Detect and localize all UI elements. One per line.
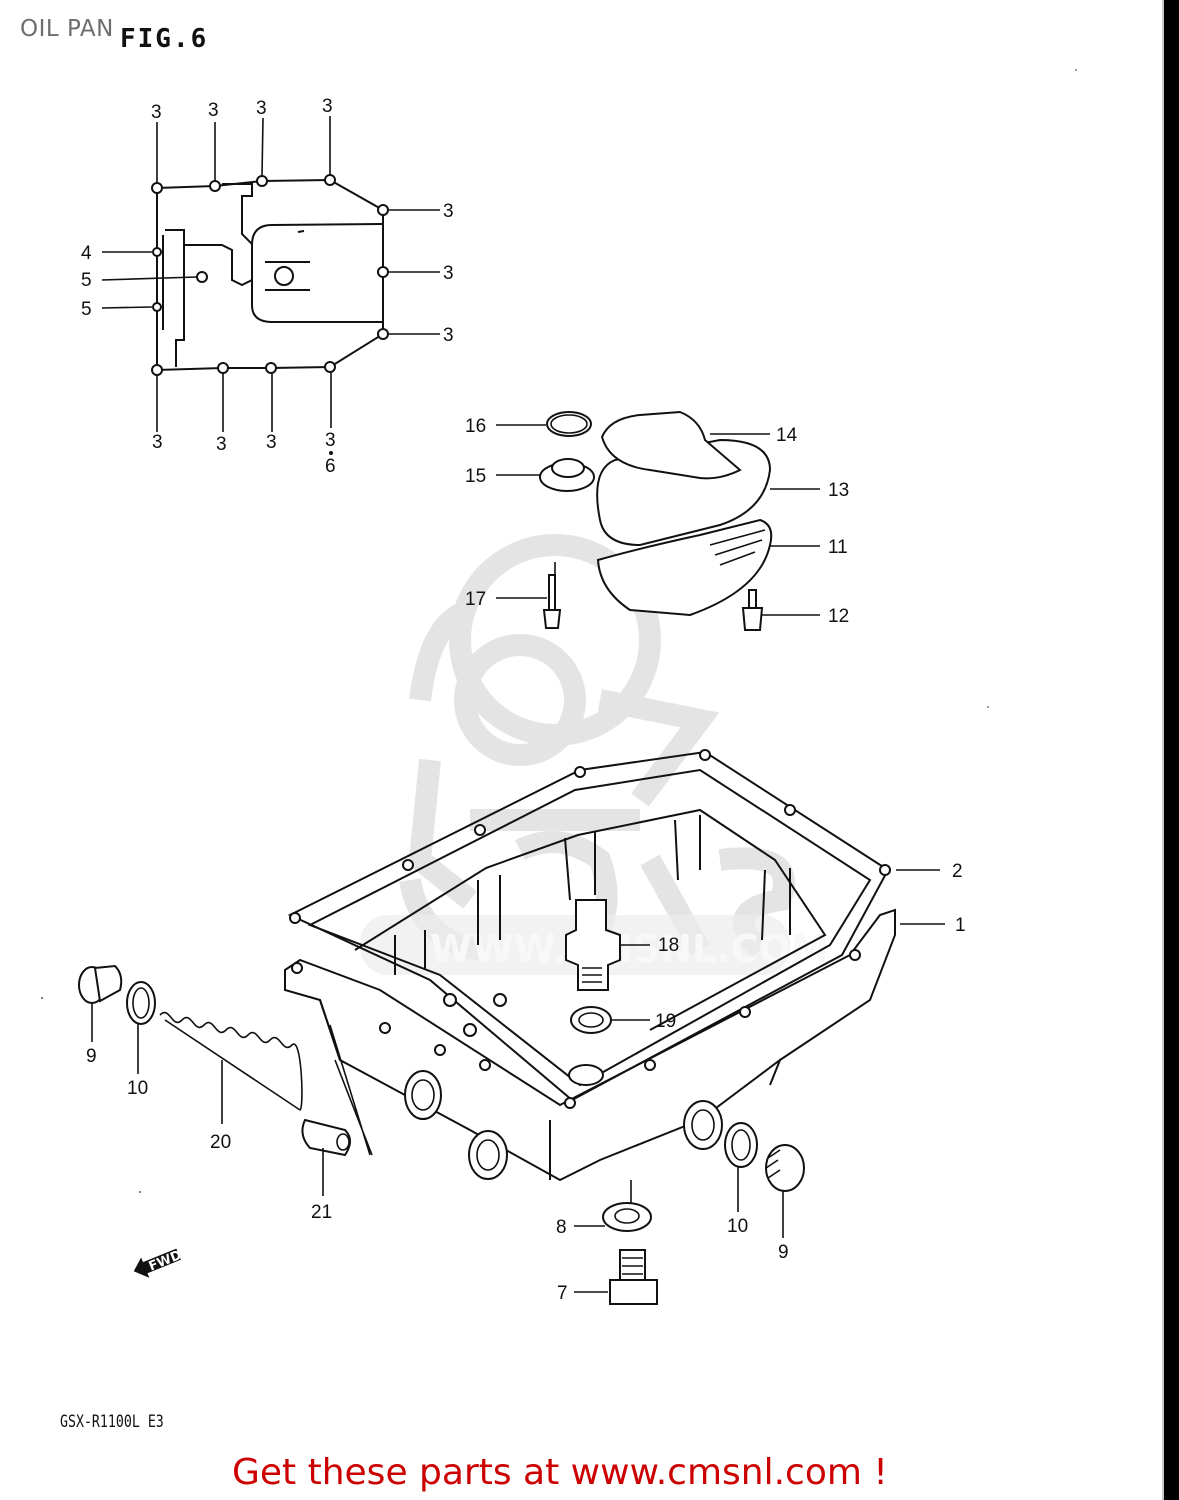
callout-12: 12: [828, 606, 849, 627]
oil-strainer-assembly: [496, 410, 820, 631]
callout-10: 10: [127, 1078, 148, 1099]
callout-3: 3: [443, 201, 454, 222]
oil-pan-body: [284, 749, 945, 1182]
figure-number: FIG.6: [120, 24, 209, 54]
callout-19: 19: [655, 1011, 676, 1032]
right-black-bar: [1164, 0, 1179, 1500]
callout-20: 20: [210, 1132, 231, 1153]
callout-6: 6: [325, 456, 336, 477]
page-title: OIL PAN: [20, 16, 114, 42]
relief-valve-parts: [78, 964, 373, 1196]
callout-3: 3: [266, 432, 277, 453]
callout-18: 18: [658, 935, 679, 956]
callout-9: 9: [86, 1046, 97, 1067]
callout-1: 1: [955, 915, 966, 936]
callout-16: 16: [465, 416, 486, 437]
callout-2: 2: [952, 861, 963, 882]
callout-3: 3: [443, 263, 454, 284]
drain-plug-parts: [574, 1122, 805, 1305]
callout-21: 21: [311, 1202, 332, 1223]
callout-8: 8: [556, 1217, 567, 1238]
callout-5: 5: [81, 270, 92, 291]
cms-watermark: WWW.CMSNL.COM: [360, 534, 829, 975]
callout-3: 3: [208, 100, 219, 121]
pan-top-view: [101, 116, 440, 455]
callout-15: 15: [465, 466, 486, 487]
callout-3: 3: [151, 102, 162, 123]
callout-3: 3: [152, 432, 163, 453]
forward-arrow-icon: FWD: [133, 1248, 184, 1278]
fwd-label: FWD: [147, 1248, 184, 1275]
model-designation: GSX-R1100L E3: [60, 1412, 164, 1432]
callout-11: 11: [828, 537, 848, 558]
callout-9: 9: [778, 1242, 789, 1263]
callout-7: 7: [557, 1283, 568, 1304]
right-edge-divider: [1162, 0, 1164, 1500]
callout-3: 3: [443, 325, 454, 346]
callout-3: 3: [325, 430, 336, 451]
callout-3: 3: [322, 96, 333, 117]
callout-3: 3: [256, 98, 267, 119]
cmsnl-footer-link[interactable]: Get these parts at www.cmsnl.com !: [232, 1452, 888, 1493]
callout-13: 13: [828, 480, 849, 501]
callout-14: 14: [776, 425, 798, 446]
callout-3: 3: [216, 434, 227, 455]
callout-17: 17: [465, 589, 486, 610]
callout-5: 5: [81, 299, 92, 320]
callout-4: 4: [81, 243, 92, 264]
callout-10: 10: [727, 1216, 748, 1237]
